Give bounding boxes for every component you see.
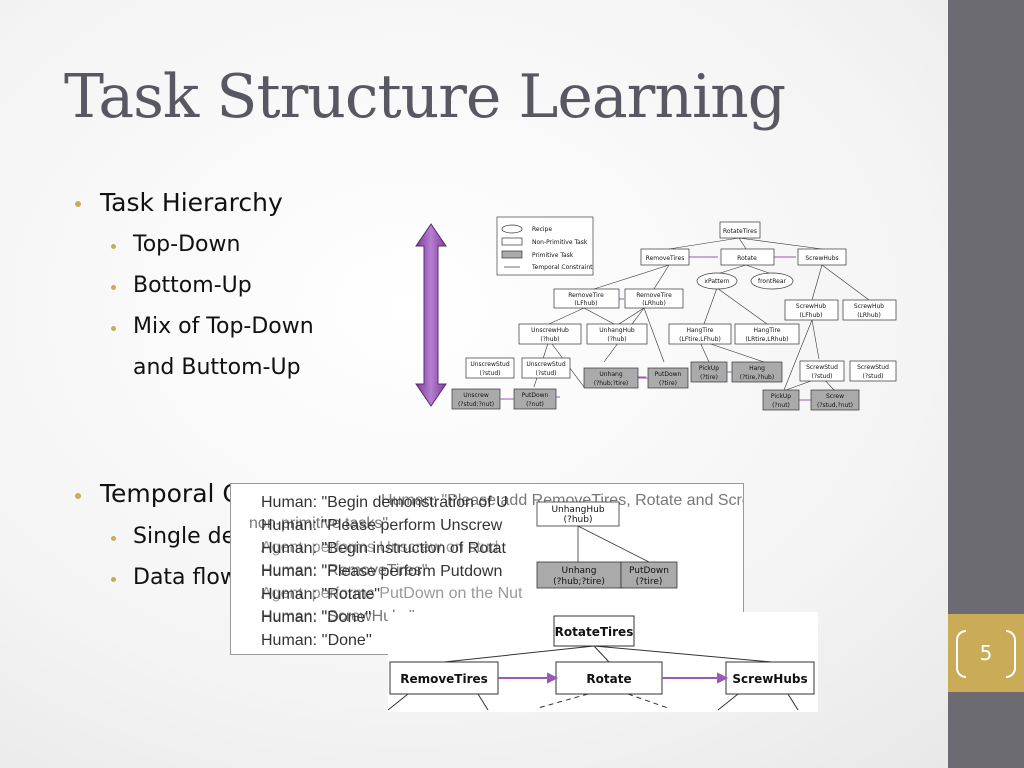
subtree-parent: UnhangHub: [551, 505, 604, 515]
node-removetires: RemoveTires: [646, 255, 685, 262]
task-hierarchy-diagram: Recipe Non-Primitive Task Primitive Task…: [494, 216, 897, 401]
node-hangtire-1: HangTire: [687, 327, 714, 334]
bottom-child-rotate: Rotate: [586, 672, 631, 686]
page-number-badge: 5: [948, 614, 1024, 692]
node-pickup-nut: PickUp: [771, 393, 791, 400]
dialog-line-a5: Human: "Done": [261, 609, 372, 626]
node-pickup-tire: PickUp: [699, 365, 719, 372]
dialog-line-b3: Human: "RemoveTires": [261, 562, 428, 579]
subtree-unhang: Unhang: [562, 566, 597, 576]
bullet-dot: [75, 493, 81, 499]
bullet-data-flow: Data flow: [133, 565, 238, 590]
node-screwhubs: ScrewHubs: [805, 255, 838, 262]
node-unhanghub: UnhangHub: [599, 327, 635, 334]
node-unscrewstud-2-arg: (?stud): [536, 370, 557, 377]
dialog-line-a3: Human: "Please perform Putdown: [261, 563, 503, 580]
double-arrow-icon: [415, 223, 447, 407]
bullet-dot: [75, 201, 81, 207]
bullet-mix-cont: and Buttom-Up: [133, 355, 301, 380]
node-screwhub-lf: ScrewHub: [796, 303, 826, 310]
dialog-line-b5: Human: "ScrewHubs": [261, 608, 415, 625]
node-rotate: Rotate: [737, 255, 757, 262]
bullet-task-hierarchy: Task Hierarchy: [100, 188, 283, 217]
node-hang: Hang: [749, 365, 765, 372]
node-unscrew: Unscrew: [463, 392, 489, 399]
bullet-dot: [111, 536, 116, 541]
node-hangtire-2: HangTire: [754, 327, 781, 334]
bullet-dot: [111, 285, 116, 290]
node-screwstud-2: ScrewStud: [857, 364, 889, 371]
node-unscrewstud-1: UnscrewStud: [470, 361, 510, 368]
subtree-parent-arg: (?hub): [564, 515, 593, 525]
node-screwhub-lr: ScrewHub: [854, 303, 884, 310]
node-screwstud-1: ScrewStud: [806, 364, 838, 371]
node-hangtire-2-arg: (LRtire,LRhub): [745, 336, 788, 343]
bottom-task-tree: RotateTires RemoveTires Rotate ScrewHubs: [388, 612, 818, 712]
node-unhanghub-arg: (?hub): [607, 336, 626, 343]
bullet-dot: [111, 244, 116, 249]
node-removetire-lr-arg: (LRhub): [642, 300, 666, 307]
dialog-line-a0: Human: "Begin demonstration of U: [261, 494, 508, 511]
node-pickup-nut-arg: (?nut): [772, 402, 790, 409]
dialog-line-b1: non-primitive tasks": [249, 515, 389, 532]
dialog-line-b2: Agent: performs Unscrew on stud: [261, 539, 499, 556]
page-title: Task Structure Learning: [64, 62, 786, 132]
bottom-child-screwhubs: ScrewHubs: [732, 672, 807, 686]
dialog-line-b4: Agent: performs PutDown on the Nut: [261, 585, 523, 602]
bullet-dot: [111, 326, 116, 331]
node-putdown-tire-arg: (?tire): [659, 380, 677, 387]
bullet-top-down: Top-Down: [133, 232, 241, 257]
node-hangtire-1-arg: (LFtire,LFhub): [679, 336, 721, 343]
legend-primitive: Primitive Task: [532, 252, 574, 259]
bullet-mix: Mix of Top-Down: [133, 314, 314, 339]
node-removetire-lf: RemoveTire: [568, 292, 604, 299]
node-unscrew-arg: (?stud;?nut): [458, 401, 494, 408]
dialog-line-a2: Human: "Begin instruction of Rotat: [261, 540, 506, 557]
bullet-dot: [111, 577, 116, 582]
node-removetire-lr: RemoveTire: [636, 292, 672, 299]
bullet-bottom-up: Bottom-Up: [133, 273, 252, 298]
page-number: 5: [979, 641, 993, 665]
node-unscrewhub: UnscrewHub: [531, 327, 569, 334]
dialog-line-a1: Human: "Please perform Unscrew: [261, 517, 503, 534]
node-putdown-nut: PutDown: [522, 392, 549, 399]
bottom-root: RotateTires: [555, 625, 634, 639]
dialog-line-b0: Human: "Please add RemoveTires, Rotate a…: [381, 492, 743, 509]
node-screwhub-lr-arg: (LRhub): [857, 312, 881, 319]
node-screwhub-lf-arg: (LFhub): [800, 312, 823, 319]
node-screwstud-2-arg: (?stud): [863, 373, 884, 380]
legend-recipe: Recipe: [532, 226, 552, 233]
bottom-child-removetires: RemoveTires: [400, 672, 488, 686]
node-unhang: Unhang: [599, 371, 622, 378]
node-screw-arg: (?stud,?nut): [817, 402, 853, 409]
task-hierarchy-lower: UnscrewStud (?stud) UnscrewStud (?stud) …: [451, 357, 897, 411]
subtree-putdown-arg: (?tire): [636, 577, 663, 587]
unhanghub-subtree: UnhangHub (?hub) Unhang (?hub;?tire) Put…: [536, 501, 678, 589]
node-screwstud-1-arg: (?stud): [812, 373, 833, 380]
node-hang-arg: (?tire,?hub): [740, 374, 774, 381]
node-xpattern: xPattern: [704, 278, 729, 285]
node-frontrear: frontRear: [758, 278, 787, 285]
dialog-line-a6: Human: ''Done'': [261, 632, 372, 649]
node-rotatetires: RotateTires: [723, 228, 757, 235]
node-screw: Screw: [826, 393, 844, 400]
dialog-line-a4: Human: "Rotate": [261, 586, 380, 603]
subtree-unhang-arg: (?hub;?tire): [553, 577, 605, 587]
node-pickup-tire-arg: (?tire): [700, 374, 718, 381]
legend-non-primitive: Non-Primitive Task: [532, 239, 588, 246]
node-unhang-arg: (?hub;?tire): [594, 380, 629, 387]
node-unscrewstud-1-arg: (?stud): [480, 370, 501, 377]
subtree-putdown: PutDown: [629, 566, 669, 576]
node-unscrewhub-arg: (?hub): [540, 336, 559, 343]
node-removetire-lf-arg: (LFhub): [575, 300, 598, 307]
node-putdown-nut-arg: (?nut): [526, 401, 544, 408]
legend-temporal: Temporal Constraint: [531, 264, 593, 271]
node-putdown-tire: PutDown: [655, 371, 682, 378]
node-unscrewstud-2: UnscrewStud: [526, 361, 566, 368]
